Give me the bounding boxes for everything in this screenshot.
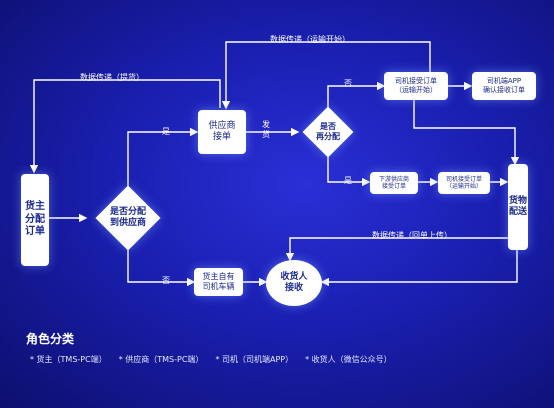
connector-no-own: [127, 250, 196, 287]
connector-receipt-upload: [285, 237, 508, 262]
label-no-own-driver: 否: [162, 276, 170, 285]
label-yes-supplier: 是: [162, 127, 170, 136]
node-consignee-receive: 收货人 接收: [266, 260, 322, 306]
legend-item-driver: * 司机（司机端APP）: [215, 355, 294, 364]
label-data-transfer-transport: 数据传递（运输开始）: [270, 35, 350, 44]
connector-pickup: [29, 79, 221, 174]
label-data-transfer-receipt: 数据传递（回单上传）: [372, 231, 452, 240]
connector-to-delivery-top: [413, 100, 520, 166]
node-reassign-label: 是否 再分配: [316, 122, 340, 141]
node-shipper-order: 货主分配订单: [21, 174, 49, 266]
connector-transport-start: [221, 41, 431, 110]
legend-item-shipper: * 货主（TMS-PC端）: [30, 355, 107, 364]
legend-items: * 货主（TMS-PC端） * 供应商（TMS-PC端） * 司机（司机端APP…: [30, 354, 392, 365]
node-subsupplier-accept: 下游供应商 接受订单: [370, 172, 418, 194]
node-assign-supplier-label: 是否分配 到供应商: [109, 206, 146, 228]
connector-yes-subsupplier: [327, 152, 371, 187]
node-own-driver: 货主自有 司机车辆: [194, 268, 243, 296]
label-ship: 发 货: [262, 120, 270, 139]
legend-title: 角色分类: [26, 332, 75, 346]
node-assign-supplier-decision: 是否分配 到供应商: [88, 186, 168, 250]
legend-item-supplier: * 供应商（TMS-PC端）: [118, 355, 204, 364]
legend-item-consignee: * 收货人（微信公众号）: [305, 355, 392, 364]
node-cargo-delivery: 货物配送: [508, 164, 528, 250]
node-driver-accept-transport-2: 司机接受订单 （运输开始）: [438, 172, 490, 194]
connector-delivery-consignee: [320, 250, 518, 287]
connector-yes-supplier: [127, 127, 199, 186]
node-supplier-accept: 供应商 接单: [198, 110, 246, 154]
label-data-transfer-pickup: 数据传递（提货）: [80, 73, 144, 82]
label-yes-subsupplier: 是: [344, 176, 352, 185]
node-driver-app-confirm: 司机端APP 确认接收订单: [472, 72, 536, 100]
node-driver-accept-transport: 司机接受订单 （运输开始）: [384, 72, 448, 100]
label-no-driver: 否: [344, 79, 352, 88]
node-reassign-decision: 是否 再分配: [298, 112, 358, 152]
connector-no-driver: [327, 81, 386, 112]
